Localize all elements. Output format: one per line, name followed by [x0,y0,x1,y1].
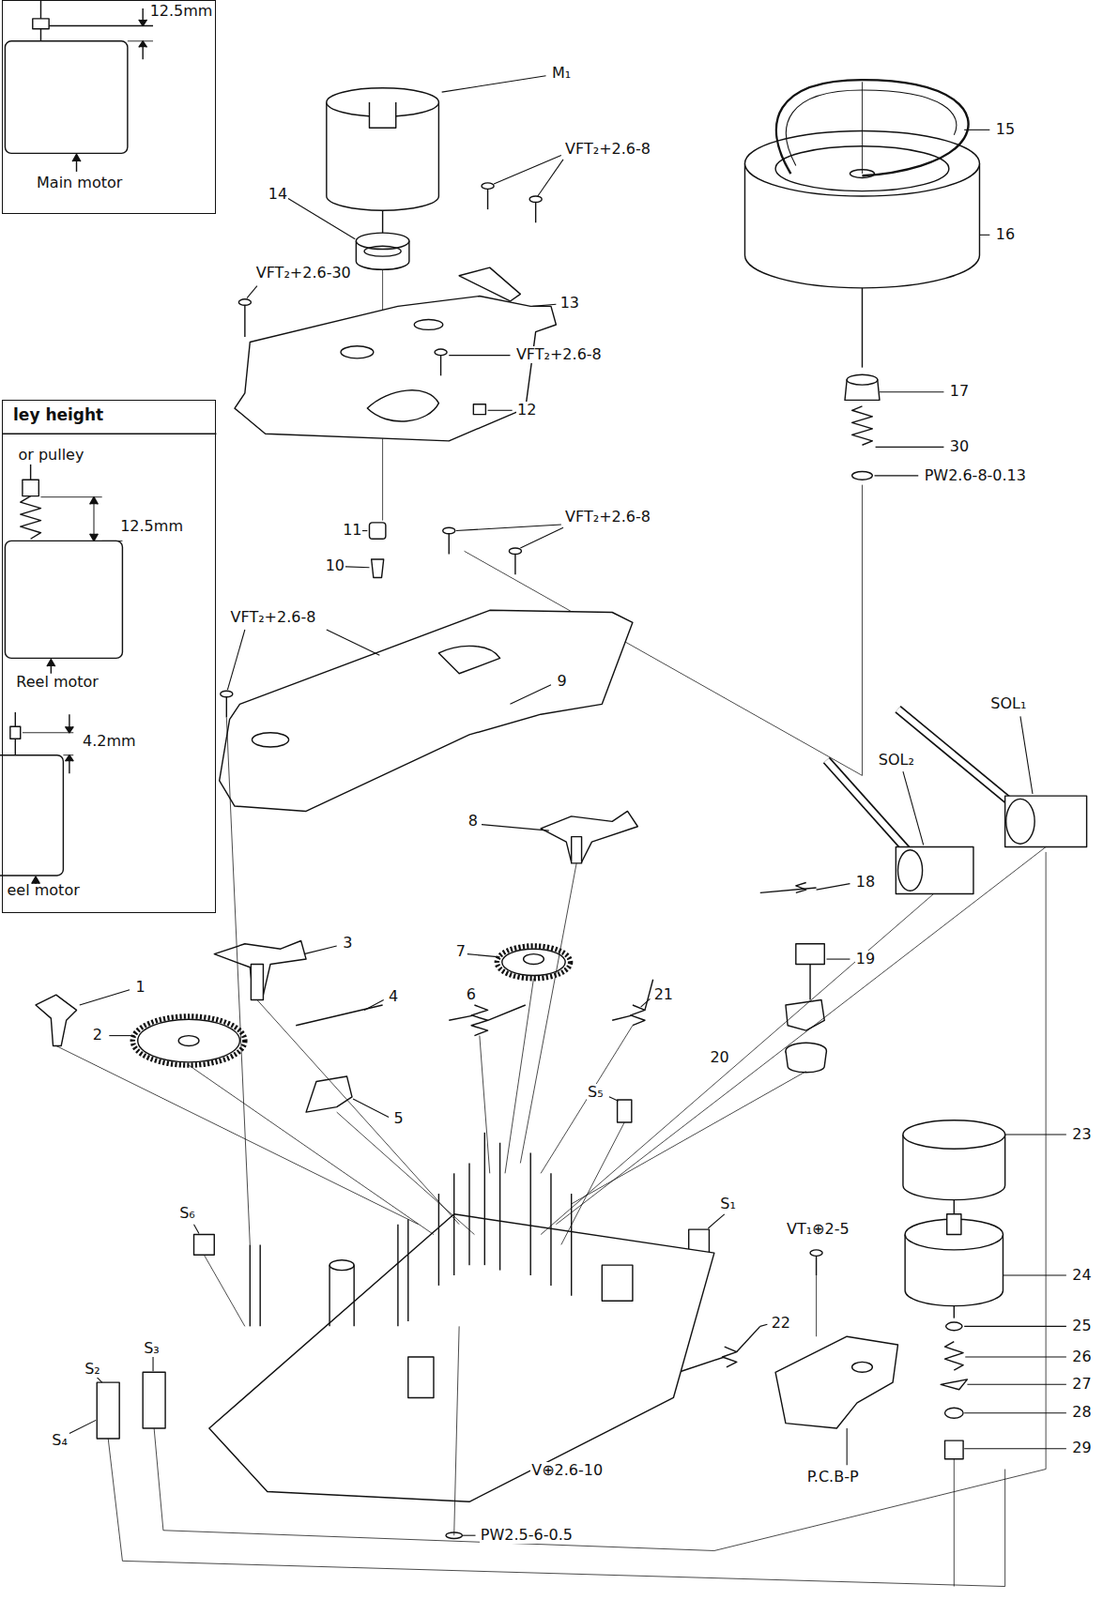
inset-box: 12.5mmMain motor [1,0,216,215]
part-label: S₁ [719,1195,737,1213]
part-label: S₅ [586,1084,605,1102]
callout-number: 8 [467,812,479,830]
callout-number: 18 [855,873,876,891]
part-label: VFT₂+2.6-8 [564,508,652,526]
levers-gears [35,811,827,1113]
part-label: SOL₂ [877,751,916,769]
pcb-parts [678,1326,899,1429]
part-label: S₆ [178,1205,197,1223]
callout-number: 7 [455,943,467,961]
part-label: M₁ [551,64,572,82]
inset-title: ley height [13,406,104,424]
chassis-plate [234,267,556,442]
callout-number: 27 [1071,1376,1092,1394]
part-label: S₄ [50,1432,69,1450]
callout-number: 26 [1071,1348,1092,1366]
callout-number: 25 [1071,1317,1092,1335]
callout-number: 2 [91,1026,104,1044]
callout-number: 9 [555,673,567,690]
callout-number: 24 [1071,1267,1092,1285]
inset-label: or pulley [17,446,84,464]
part-label: VFT₂+2.6-8 [564,140,652,158]
callout-number: 15 [995,121,1016,138]
idler-parts [368,522,385,579]
callout-number: 14 [267,185,289,203]
leader-lines [69,76,1067,1536]
inset-label: eel motor [7,882,80,900]
part-label: SOL₁ [989,695,1027,713]
part-label: VT₁⊕2-5 [785,1221,851,1239]
callout-number: 6 [465,986,477,1004]
callout-number: 1 [134,979,146,996]
reel-assembly [903,1120,1006,1460]
callout-number: 11 [341,521,363,539]
inset-box: ley height or pulley 12.5mmReel motor 4.2mm… [1,399,216,914]
main-base [209,1133,715,1502]
inset-label: Main motor [36,174,123,192]
callout-number: 19 [855,950,876,968]
callout-number: 30 [949,438,970,456]
callout-number: 13 [559,294,581,312]
callout-number: 3 [341,934,353,952]
callout-number: 20 [708,1049,730,1067]
part-label: V⊕2.6-10 [530,1462,604,1480]
callout-number: 5 [392,1110,404,1128]
callout-number: 29 [1071,1440,1092,1457]
guide-lines [56,717,1046,1587]
callout-number: 21 [653,986,675,1004]
part-label: PW2.6-8-0.13 [923,467,1027,485]
part-label: VFT₂+2.6-8 [229,609,318,627]
part-label: VFT₂+2.6-30 [255,264,353,282]
pulley-height-inset [0,433,216,884]
part-label: VFT₂+2.6-8 [515,346,603,364]
sub-chassis [219,610,633,812]
callout-number: 22 [770,1315,792,1333]
callout-number: 23 [1071,1126,1092,1144]
callout-number: 10 [324,557,346,575]
callout-number: 12 [516,401,537,419]
part-label: P.C.B-P [806,1469,860,1486]
inset-label: 12.5mm [150,2,214,20]
solenoids [826,709,1087,895]
inset-label: Reel motor [15,674,99,691]
part-label: S₂ [83,1361,102,1379]
callout-number: 28 [1071,1404,1092,1422]
callout-number: 4 [387,988,399,1006]
inset-label: 4.2mm [82,733,137,751]
inset-label: 12.5mm [120,518,184,536]
part-label: PW2.5-6-0.5 [479,1527,574,1545]
part-label: S₃ [142,1340,161,1358]
callout-number: 16 [995,226,1016,244]
callout-number: 17 [949,382,970,400]
main-motor-inset [4,0,154,172]
